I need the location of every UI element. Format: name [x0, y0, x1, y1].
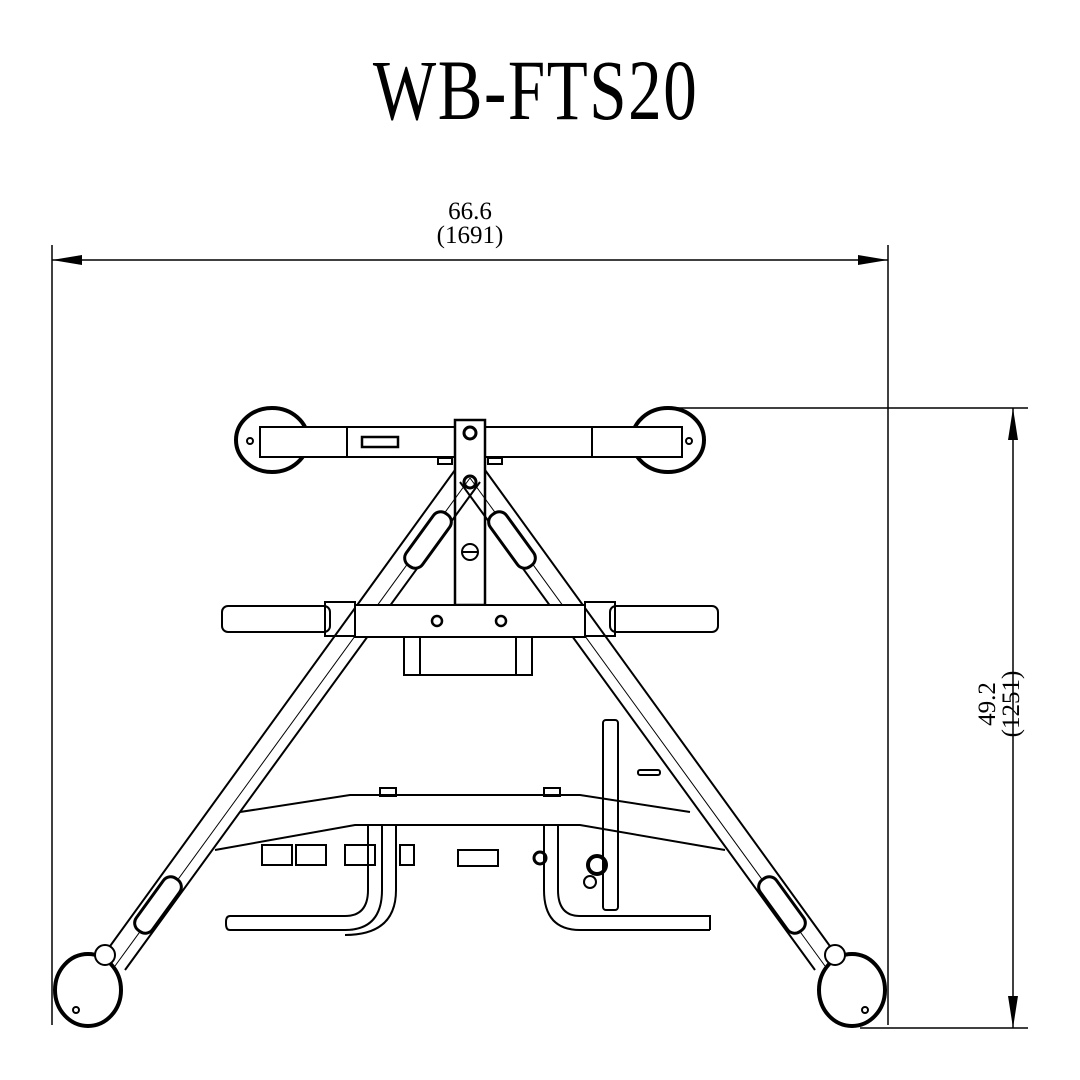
- lower-frame: [214, 719, 726, 936]
- width-dimension-label: 66.6 (1691): [380, 198, 560, 249]
- arrow-right-icon: [858, 255, 888, 265]
- height-dimension-line: [660, 407, 1028, 1029]
- label-plate: [360, 435, 400, 449]
- arrow-left-icon: [52, 255, 82, 265]
- width-dimension-line: [51, 245, 889, 1025]
- right-leg: [459, 469, 887, 1028]
- middle-handlebar: [221, 601, 719, 676]
- top-crossbar: [234, 406, 706, 607]
- width-inches: 66.6: [448, 198, 492, 225]
- arrow-up-icon: [1008, 408, 1018, 440]
- width-millimeters: (1691): [436, 222, 504, 249]
- arrow-down-icon: [1008, 996, 1018, 1028]
- left-leg: [53, 469, 481, 1028]
- clamp-part: [457, 849, 499, 867]
- drawing-title: WB-FTS20: [372, 42, 699, 138]
